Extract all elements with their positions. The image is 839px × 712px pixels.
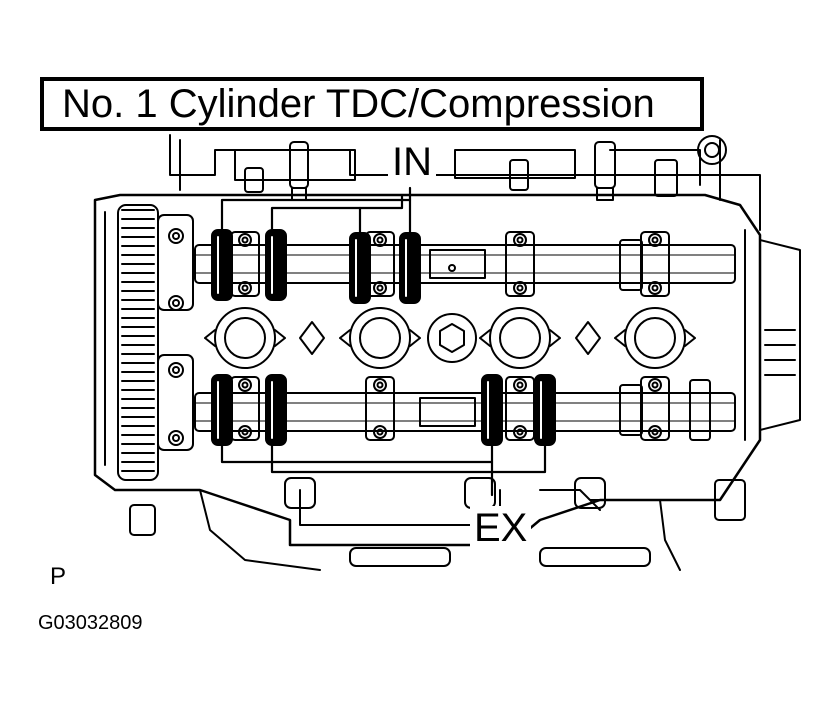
cap-bolt-center [516, 236, 524, 244]
cam-lobe [349, 232, 371, 304]
cap-bolt [238, 425, 252, 439]
end-cap [619, 239, 643, 291]
cap-bolt [238, 233, 252, 247]
view-marker: P [50, 563, 67, 590]
figure-code: G03032809 [38, 612, 143, 634]
end-cap [689, 379, 711, 441]
plug-boss-rib [614, 329, 696, 347]
cap-bolt [373, 425, 387, 439]
bearing-cap [365, 376, 395, 441]
cap-bolt [648, 425, 662, 439]
cap-bolt-center [241, 428, 249, 436]
exhaust-label: EX [470, 506, 532, 550]
left-bracket [129, 479, 746, 571]
cap-bolt-center [376, 381, 384, 389]
center-bolt [427, 313, 477, 363]
cap-bolt-center [651, 428, 659, 436]
engine-background-structure [169, 134, 801, 431]
cam-lobe [265, 229, 287, 301]
cap-bolt-center [651, 381, 659, 389]
plug-hole [499, 317, 541, 359]
timing-chain-guide [117, 204, 194, 481]
highlighted-cam-lobes [211, 229, 556, 446]
cam-lobe [211, 374, 233, 446]
end-cap [619, 384, 643, 436]
plug-boss-rib [479, 329, 561, 347]
cap-bolt-center [516, 284, 524, 292]
cap-bolt [513, 425, 527, 439]
intake-camshaft [194, 244, 736, 284]
spark-plug-bosses [204, 307, 696, 369]
bearing-cap [505, 231, 535, 297]
plug-hole [224, 317, 266, 359]
cap-bolt [373, 233, 387, 247]
cap-bolt-center [651, 236, 659, 244]
cap-bolt-center [376, 428, 384, 436]
intake-label: IN [388, 140, 436, 184]
cap-bolt-center [376, 236, 384, 244]
cap-bolt-center [376, 284, 384, 292]
plug-boss-rib [204, 329, 286, 347]
cap-bolt-center [241, 284, 249, 292]
cap-bolt [513, 233, 527, 247]
plug-boss [624, 307, 686, 369]
cam-lobe [481, 374, 503, 446]
web-rib [575, 321, 601, 355]
cap-bolt-center [241, 236, 249, 244]
camshaft-bearing-caps [230, 231, 711, 441]
cam-lobe [265, 374, 287, 446]
cap-bolt [373, 281, 387, 295]
plug-boss-rib [339, 329, 421, 347]
plug-boss [349, 307, 411, 369]
cam-lobe [534, 374, 556, 446]
cap-bolt-center [241, 381, 249, 389]
cap-bolt [373, 378, 387, 392]
diagram-title: No. 1 Cylinder TDC/Compression [40, 77, 704, 131]
cap-bolt [238, 378, 252, 392]
plug-boss [214, 307, 276, 369]
plug-boss [489, 307, 551, 369]
cap-bolt-center [516, 381, 524, 389]
intake-leader-lines [220, 186, 412, 242]
cam-lobe [399, 232, 421, 304]
cap-bolt-center [651, 284, 659, 292]
head-lower-pads [284, 477, 651, 567]
cap-bolt [513, 378, 527, 392]
cap-bolt-center [516, 428, 524, 436]
cap-bolt [513, 281, 527, 295]
cap-bolt [648, 378, 662, 392]
cap-bolt [648, 233, 662, 247]
exhaust-leader-lines [220, 436, 547, 497]
cap-bolt [648, 281, 662, 295]
cap-bolt [238, 281, 252, 295]
cam-lobe [211, 229, 233, 301]
plug-hole [359, 317, 401, 359]
plug-hole [634, 317, 676, 359]
web-rib [299, 321, 325, 355]
